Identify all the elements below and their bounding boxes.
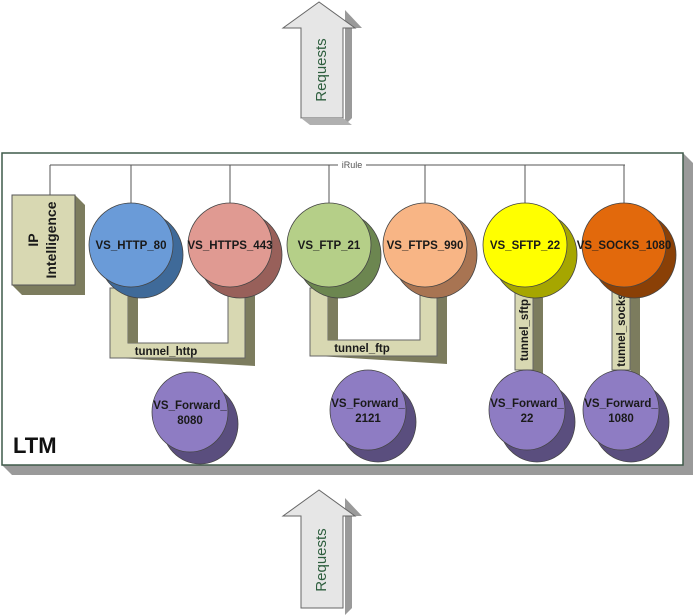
virtual-server-vs-ftps-990: VS_FTPS_990 [382, 202, 478, 299]
irule-label: iRule [342, 160, 363, 170]
requests-label-bottom: Requests [313, 528, 330, 591]
forward-servers: VS_Forward_8080VS_Forward_2121VS_Forward… [151, 369, 670, 465]
ip-label: IP [25, 233, 41, 246]
forward-label-line1: VS_Forward_ [584, 398, 658, 410]
tunnel-http-label: tunnel_http [135, 346, 198, 358]
forward-label-line1: VS_Forward_ [490, 398, 564, 410]
requests-label-top: Requests [313, 38, 330, 101]
circle [187, 202, 273, 288]
virtual-server-label: VS_FTPS_990 [387, 240, 464, 252]
virtual-server-label: VS_SOCKS_1080 [577, 240, 672, 252]
forward-server-22: VS_Forward_ 22 [488, 369, 576, 463]
virtual-server-vs-sftp-22: VS_SFTP_22 [482, 202, 578, 299]
forward-label-line2: 2121 [355, 413, 381, 425]
forward-label-line1: VS_Forward_ [331, 398, 405, 410]
circle [581, 202, 667, 288]
tunnel-socks-label: tunnel_socks [616, 293, 628, 367]
irule-connector: iRule [49, 160, 625, 205]
circle [88, 202, 174, 288]
virtual-server-vs-http-80: VS_HTTP_80 [88, 202, 184, 299]
tunnel-socks: tunnel_socks [611, 287, 640, 380]
forward-server-8080: VS_Forward_ 8080 [151, 371, 239, 465]
forward-server-1080: VS_Forward_ 1080 [582, 369, 670, 463]
ip-intelligence-box: IP Intelligence [11, 194, 85, 295]
tunnel-sftp-label: tunnel_sftp [519, 299, 531, 361]
forward-label-line1: VS_Forward_ [153, 400, 227, 412]
circle [382, 202, 468, 288]
tunnel-ftp-label: tunnel_ftp [334, 343, 390, 355]
intelligence-label: Intelligence [43, 201, 59, 278]
virtual-server-label: VS_SFTP_22 [490, 240, 560, 252]
virtual-server-vs-ftp-21: VS_FTP_21 [286, 202, 382, 299]
virtual-server-vs-socks-1080: VS_SOCKS_1080 [577, 202, 677, 299]
virtual-servers: VS_HTTP_80 VS_HTTPS_443 VS_FTP_21 VS_FTPS_9… [88, 202, 677, 299]
virtual-server-label: VS_HTTP_80 [96, 240, 167, 252]
forward-label-line2: 1080 [608, 413, 634, 425]
forward-label-line2: 8080 [177, 415, 203, 427]
forward-server-2121: VS_Forward_ 2121 [329, 369, 417, 463]
requests-arrow-top: Requests [281, 1, 362, 125]
forward-label-line2: 22 [521, 413, 534, 425]
virtual-server-label: VS_HTTPS_443 [187, 240, 272, 252]
tunnel-sftp: tunnel_sftp [514, 287, 543, 380]
circle [482, 202, 568, 288]
circle [286, 202, 372, 288]
virtual-server-label: VS_FTP_21 [298, 240, 361, 252]
virtual-server-vs-https-443: VS_HTTPS_443 [187, 202, 283, 299]
ltm-label: LTM [13, 433, 57, 458]
requests-arrow-bottom: Requests [281, 489, 362, 615]
